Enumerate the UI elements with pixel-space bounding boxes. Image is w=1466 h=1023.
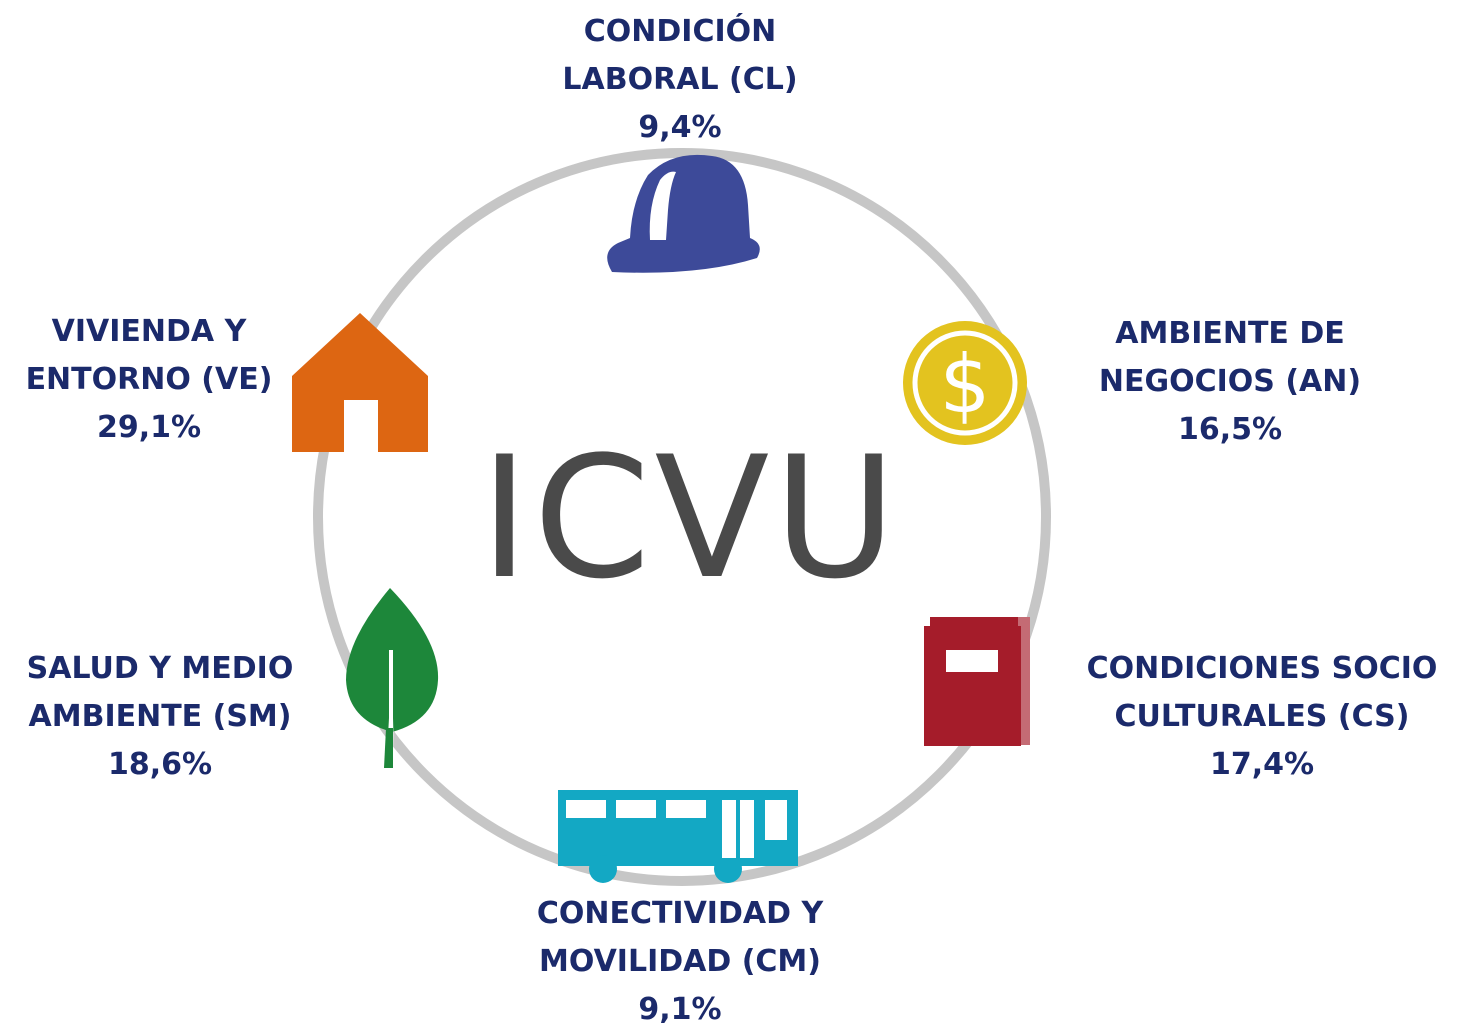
label-cm-line1: CONECTIVIDAD Y	[536, 896, 824, 931]
label-ve: VIVIENDA Y ENTORNO (VE) 29,1%	[4, 308, 294, 452]
label-cm-percent: 9,1%	[638, 992, 722, 1023]
label-cs: CONDICIONES SOCIO CULTURALES (CS) 17,4%	[1062, 645, 1462, 789]
label-sm-line2: AMBIENTE (SM)	[28, 699, 292, 734]
helmet-icon	[607, 154, 760, 273]
label-sm: SALUD Y MEDIO AMBIENTE (SM) 18,6%	[10, 645, 310, 789]
bus-icon	[558, 790, 798, 883]
house-icon	[292, 313, 428, 452]
label-cl-percent: 9,4%	[638, 110, 722, 145]
label-an-line1: AMBIENTE DE	[1115, 316, 1345, 351]
label-cm: CONECTIVIDAD Y MOVILIDAD (CM) 9,1%	[500, 890, 860, 1023]
ring	[313, 148, 1051, 886]
label-ve-line1: VIVIENDA Y	[51, 314, 247, 349]
label-ve-line2: ENTORNO (VE)	[25, 362, 273, 397]
center-title: ICVU	[479, 420, 901, 616]
label-sm-line1: SALUD Y MEDIO	[26, 651, 294, 686]
leaf-icon	[346, 588, 439, 768]
label-an: AMBIENTE DE NEGOCIOS (AN) 16,5%	[1060, 310, 1400, 454]
label-cl-line2: LABORAL (CL)	[562, 62, 798, 97]
book-icon	[924, 617, 1030, 746]
label-sm-percent: 18,6%	[107, 747, 213, 782]
label-cm-line2: MOVILIDAD (CM)	[539, 944, 821, 979]
label-cl-line1: CONDICIÓN	[583, 14, 777, 49]
label-an-line2: NEGOCIOS (AN)	[1098, 364, 1362, 399]
label-cl: CONDICIÓN LABORAL (CL) 9,4%	[520, 8, 840, 152]
svg-text:$: $	[940, 338, 991, 431]
label-cs-percent: 17,4%	[1209, 747, 1315, 782]
label-cs-line2: CULTURALES (CS)	[1114, 699, 1410, 734]
label-cs-line1: CONDICIONES SOCIO	[1086, 651, 1438, 686]
label-an-percent: 16,5%	[1177, 412, 1283, 447]
dollar-coin-icon: $	[903, 321, 1027, 445]
label-ve-percent: 29,1%	[96, 410, 202, 445]
